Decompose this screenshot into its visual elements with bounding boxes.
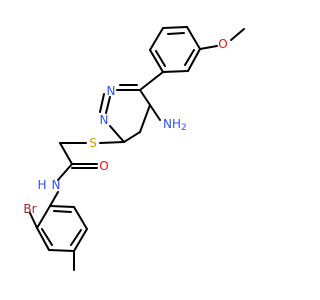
atom-label-amide-h: H (37, 178, 46, 192)
bond (41, 228, 53, 246)
bond (99, 141, 125, 144)
bond (36, 205, 51, 229)
bond (139, 104, 151, 133)
triazole-ring (99, 71, 164, 143)
bond (70, 229, 82, 246)
bond (199, 45, 218, 50)
bond (230, 28, 245, 41)
bromotolyl-ring (36, 205, 88, 252)
bond (109, 125, 125, 143)
bond (123, 131, 141, 143)
bond (187, 48, 201, 72)
bond (49, 205, 75, 208)
atom-label-amino-group: NH2 (163, 117, 187, 133)
bond (73, 228, 88, 252)
amino-nh: NH (163, 117, 181, 131)
bond (162, 70, 189, 73)
bond (149, 27, 164, 51)
atom-label-carbonyl-oxygen: O (99, 159, 108, 173)
bond (139, 71, 164, 91)
bond (105, 96, 111, 114)
bond (49, 191, 59, 207)
bond (29, 212, 38, 229)
bond (149, 104, 161, 121)
bond (57, 163, 73, 181)
bond (36, 227, 50, 251)
atom-label-sulfur: S (89, 136, 97, 150)
bond (53, 210, 72, 213)
bond (184, 49, 195, 66)
bond (139, 89, 151, 106)
bond (59, 142, 73, 165)
bond (48, 249, 75, 252)
molecule-structure: O N N NH2 S O N H Br (23, 26, 245, 271)
bond (186, 26, 201, 50)
bond (73, 206, 88, 230)
atom-label-triazole-n: N (107, 84, 116, 98)
atom-label-amide-n: N (52, 178, 61, 192)
atom-label-bromine: Br (23, 202, 36, 216)
atom-label-methoxy-oxygen: O (218, 37, 227, 51)
bond (155, 50, 166, 67)
amino-subscript: 2 (181, 123, 187, 133)
atom-label-triazole-n: N (100, 113, 109, 127)
bond (99, 93, 105, 113)
bond (149, 49, 164, 73)
bond (162, 26, 188, 29)
methoxyphenyl-ring (149, 26, 201, 73)
bond (167, 32, 185, 35)
